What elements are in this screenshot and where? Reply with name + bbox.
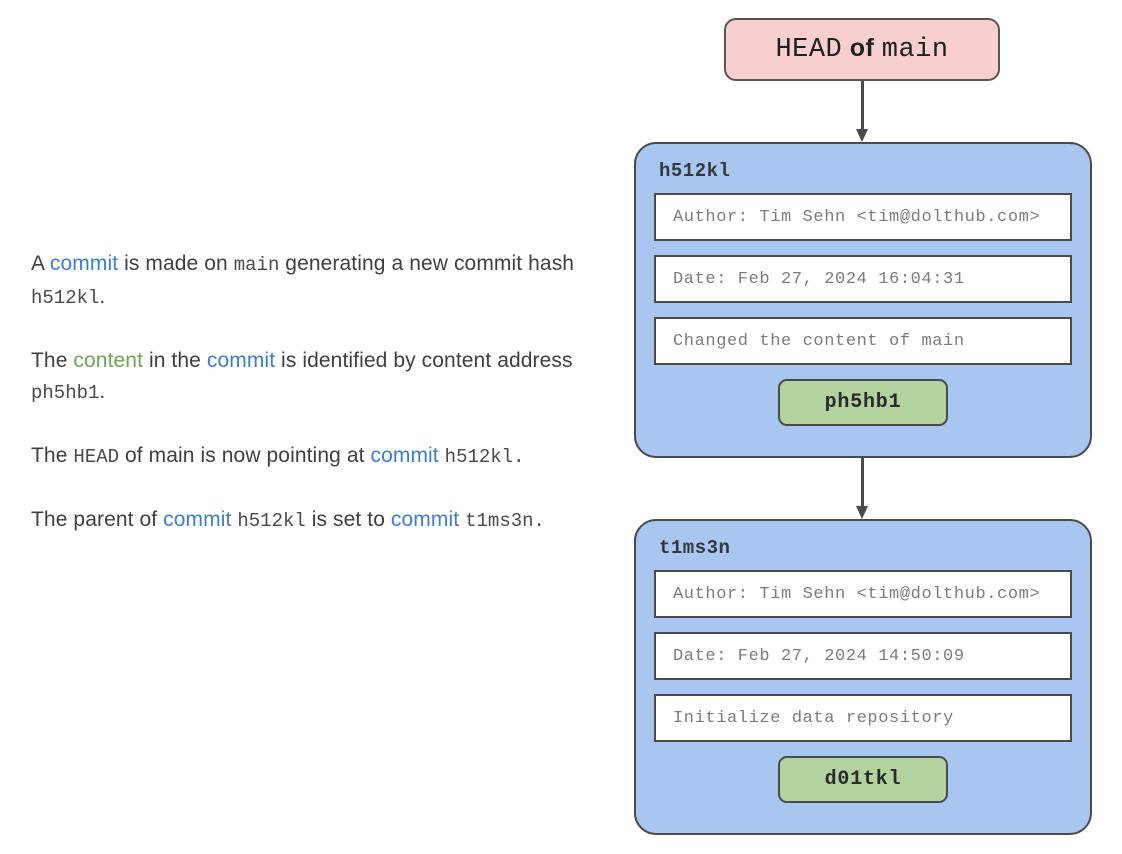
code-hash-h512kl: h512kl (237, 510, 306, 532)
commit-date-text: Date: Feb 27, 2024 16:04:31 (673, 269, 965, 289)
commit-node-h512kl[interactable]: h512kl Author: Tim Sehn <tim@dolthub.com… (634, 142, 1092, 458)
code-hash-ph5hb1: ph5hb1 (31, 382, 100, 404)
code-hash-t1ms3n: t1ms3n (465, 510, 534, 532)
commit-hash-label: t1ms3n (659, 537, 731, 559)
explanation-text-block: A commit is made on main generating a ne… (31, 248, 591, 537)
text-run: is made on (118, 252, 234, 275)
head-of-word: of (842, 34, 882, 62)
head-keyword: HEAD (775, 35, 843, 65)
code-hash-h512kl: h512kl (444, 446, 514, 468)
paragraph-parent-commit: The parent of commit h512kl is set to co… (31, 504, 591, 537)
text-run: The (31, 444, 74, 467)
content-address-pill[interactable]: ph5hb1 (778, 379, 948, 426)
text-run: . (99, 285, 106, 308)
text-run: is identified by content address (275, 349, 573, 372)
commit-node-t1ms3n[interactable]: t1ms3n Author: Tim Sehn <tim@dolthub.com… (634, 519, 1092, 835)
commit-date-field: Date: Feb 27, 2024 14:50:09 (654, 632, 1072, 680)
text-run: A (31, 252, 50, 275)
link-commit[interactable]: commit (206, 349, 276, 372)
code-hash-h512kl: h512kl (31, 287, 100, 309)
paragraph-content-address: The content in the commit is identified … (31, 345, 591, 409)
link-commit[interactable]: commit (163, 508, 232, 531)
arrow-head-to-commit-h512kl (856, 81, 869, 142)
content-address-text: d01tkl (824, 768, 902, 791)
arrow-head-icon (856, 129, 868, 142)
arrow-shaft (861, 81, 864, 130)
paragraph-head-pointing: The HEAD of main is now pointing at comm… (31, 440, 591, 473)
commit-message-field: Changed the content of main (654, 317, 1072, 365)
link-commit[interactable]: commit (49, 252, 119, 275)
text-run: . (513, 446, 525, 468)
text-run: is set to (305, 508, 391, 531)
content-address-row: ph5hb1 (654, 379, 1072, 426)
commit-author-field: Author: Tim Sehn <tim@dolthub.com> (654, 570, 1072, 618)
text-run: of main is now pointing at (119, 444, 371, 467)
link-commit[interactable]: commit (390, 508, 460, 531)
head-pointer-label: HEAD of main (775, 34, 948, 65)
text-run: . (99, 380, 106, 403)
paragraph-commit-made: A commit is made on main generating a ne… (31, 248, 591, 314)
text-run: . (533, 510, 545, 532)
code-branch-main: main (233, 254, 280, 276)
text-run: generating a new commit hash (279, 252, 575, 275)
content-address-text: ph5hb1 (824, 391, 902, 414)
commit-date-text: Date: Feb 27, 2024 14:50:09 (673, 646, 965, 666)
link-commit[interactable]: commit (370, 444, 439, 467)
commit-author-text: Author: Tim Sehn <tim@dolthub.com> (673, 207, 1041, 227)
content-address-row: d01tkl (654, 756, 1072, 803)
head-branch-name: main (881, 35, 949, 65)
commit-date-field: Date: Feb 27, 2024 16:04:31 (654, 255, 1072, 303)
arrow-shaft (861, 458, 864, 507)
head-pointer-node[interactable]: HEAD of main (724, 18, 1000, 81)
arrow-commit-h512kl-to-commit-t1ms3n (856, 458, 869, 519)
commit-message-text: Initialize data repository (673, 708, 954, 728)
text-run: in the (143, 349, 207, 372)
content-address-pill[interactable]: d01tkl (778, 756, 948, 803)
arrow-head-icon (856, 506, 868, 519)
link-content[interactable]: content (73, 349, 144, 372)
commit-message-text: Changed the content of main (673, 331, 965, 351)
commit-hash-label: h512kl (659, 160, 731, 182)
commit-message-field: Initialize data repository (654, 694, 1072, 742)
commit-author-text: Author: Tim Sehn <tim@dolthub.com> (673, 584, 1041, 604)
code-head: HEAD (73, 446, 120, 468)
text-run: The parent of (31, 508, 164, 531)
commit-author-field: Author: Tim Sehn <tim@dolthub.com> (654, 193, 1072, 241)
text-run: The (31, 349, 74, 372)
